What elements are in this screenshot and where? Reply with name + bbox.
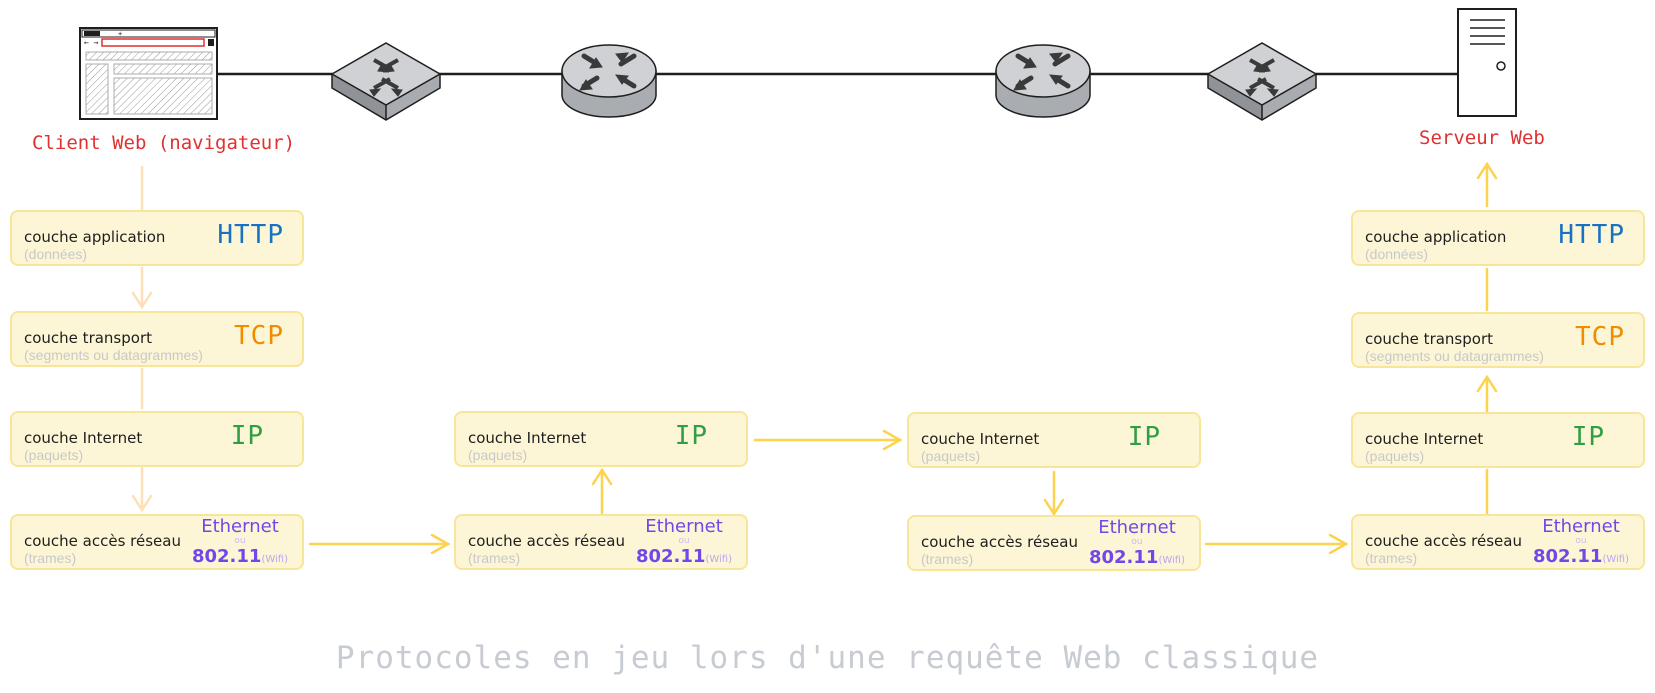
layer-unit: (paquets) [24,447,84,463]
protocol-ethernet: Ethernet [645,516,723,537]
server-tower-icon [1457,8,1517,117]
layer-unit: (trames) [1365,550,1418,566]
protocol-80211: 802.11 [635,546,706,567]
layer-unit: (trames) [24,550,77,566]
layer-unit: (trames) [468,550,521,566]
server-access-layer: couche accès réseau (trames) Ethernet ou… [1351,514,1645,570]
protocol-tcp: TCP [1575,322,1625,352]
layer-unit: (paquets) [468,447,528,463]
layer-name: couche Internet [468,429,587,447]
protocol-wifi-note: (Wifi) [261,554,289,565]
browser-window-icon: + ← → [79,27,218,120]
router2-access-layer: couche accès réseau (trames) Ethernet ou… [907,515,1201,571]
layer-unit: (segments ou datagrammes) [24,347,203,363]
layer-name: couche Internet [921,430,1040,448]
protocol-80211: 802.11 [191,546,262,567]
layer-name: couche accès réseau [1365,532,1522,550]
protocol-or: ou [234,536,246,546]
server-internet-layer: couche Internet (paquets) IP [1351,412,1645,468]
diagram-caption: Protocoles en jeu lors d'une requête Web… [335,640,1320,676]
protocol-ip: IP [230,421,264,451]
protocol-ethernet-wifi: Ethernet ou 802.11(Wifi) [1523,517,1639,568]
protocol-tcp: TCP [234,321,284,351]
protocol-ethernet: Ethernet [1098,517,1176,538]
router1-internet-layer: couche Internet (paquets) IP [454,411,748,467]
protocol-wifi-note: (Wifi) [1602,554,1630,565]
layer-unit: (paquets) [921,448,981,464]
protocol-ethernet-wifi: Ethernet ou 802.11(Wifi) [626,517,742,568]
protocol-http: HTTP [1558,220,1625,250]
layer-name: couche application [1365,228,1507,246]
layer-unit: (données) [1365,246,1429,262]
client-transport-layer: couche transport (segments ou datagramme… [10,311,304,367]
svg-text:+: + [118,30,122,38]
arrow-client-internet-to-access [131,466,153,513]
protocol-http: HTTP [217,220,284,250]
arrow-client-application-to-transport [131,266,153,310]
server-label: Serveur Web [1419,127,1545,149]
layer-unit: (données) [24,246,88,262]
layer-unit: (trames) [921,551,974,567]
protocol-ip: IP [1127,422,1161,452]
layer-name: couche transport [24,329,152,347]
layer-name: couche Internet [1365,430,1484,448]
protocol-or: ou [1131,537,1143,547]
arrow-server-internet-to-transport [1476,374,1498,413]
protocol-ethernet-wifi: Ethernet ou 802.11(Wifi) [1079,518,1195,569]
svg-text:← →: ← → [84,38,99,47]
client-access-layer: couche accès réseau (trames) Ethernet ou… [10,514,304,570]
client-label: Client Web (navigateur) [32,132,296,154]
protocol-ethernet: Ethernet [1542,516,1620,537]
switch-icon [331,42,442,121]
arrow-client-access-to-router1-access [308,533,451,555]
protocol-wifi-note: (Wifi) [705,554,733,565]
switch-icon [1207,42,1318,121]
protocol-or: ou [678,536,690,546]
layer-name: couche accès réseau [468,532,625,550]
arrow-router1-internet-to-router2-internet [753,429,903,451]
arrow-router1-access-to-internet [591,467,613,515]
layer-name: couche accès réseau [24,532,181,550]
layer-unit: (segments ou datagrammes) [1365,348,1544,364]
router-icon [561,44,657,118]
client-application-layer: couche application (données) HTTP [10,210,304,266]
arrow-router2-internet-to-access [1043,470,1065,517]
layer-unit: (paquets) [1365,448,1425,464]
layer-name: couche transport [1365,330,1493,348]
client-internet-layer: couche Internet (paquets) IP [10,411,304,467]
router2-internet-layer: couche Internet (paquets) IP [907,412,1201,468]
protocol-ethernet: Ethernet [201,516,279,537]
protocol-ip: IP [1571,422,1605,452]
server-application-layer: couche application (données) HTTP [1351,210,1645,266]
router1-access-layer: couche accès réseau (trames) Ethernet ou… [454,514,748,570]
protocol-or: ou [1575,536,1587,546]
protocol-80211: 802.11 [1532,546,1603,567]
layer-name: couche application [24,228,166,246]
router-icon [995,44,1091,118]
layer-name: couche Internet [24,429,143,447]
server-transport-layer: couche transport (segments ou datagramme… [1351,312,1645,368]
protocol-wifi-note: (Wifi) [1158,555,1186,566]
protocol-ip: IP [674,421,708,451]
protocol-80211: 802.11 [1088,547,1159,568]
layer-name: couche accès réseau [921,533,1078,551]
arrow-router2-access-to-server-access [1204,533,1349,555]
protocol-ethernet-wifi: Ethernet ou 802.11(Wifi) [182,517,298,568]
arrow-server-application-to-label [1476,161,1498,208]
